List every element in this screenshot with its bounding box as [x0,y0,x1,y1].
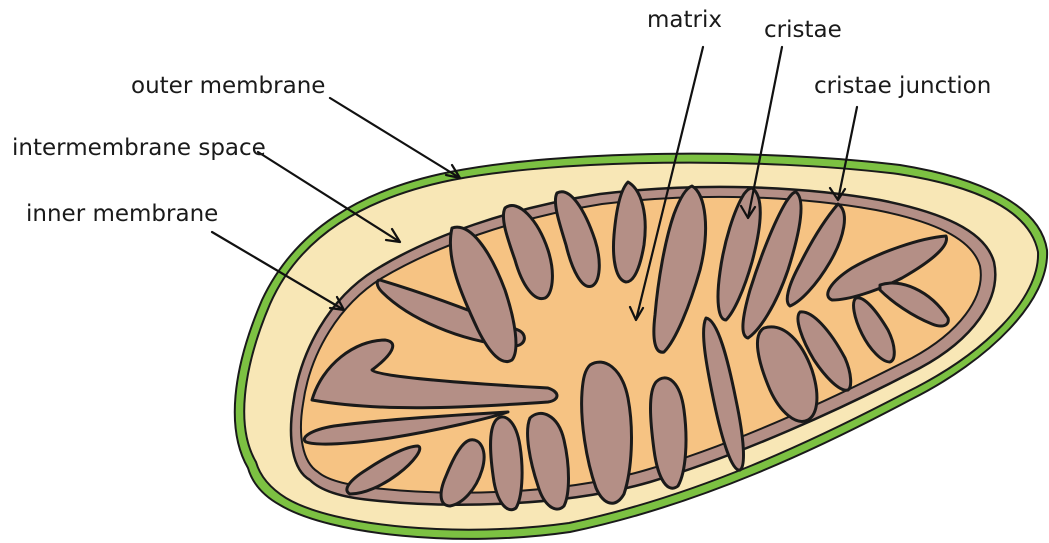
intermembrane-space-label: intermembrane space [12,135,266,161]
cristae-label: cristae [764,17,842,43]
matrix-label: matrix [647,7,722,33]
inner-membrane-label: inner membrane [26,201,218,227]
cristae-junction-label: cristae junction [814,73,991,99]
outer-membrane-label: outer membrane [131,73,325,99]
outer-membrane-leader [330,98,460,178]
